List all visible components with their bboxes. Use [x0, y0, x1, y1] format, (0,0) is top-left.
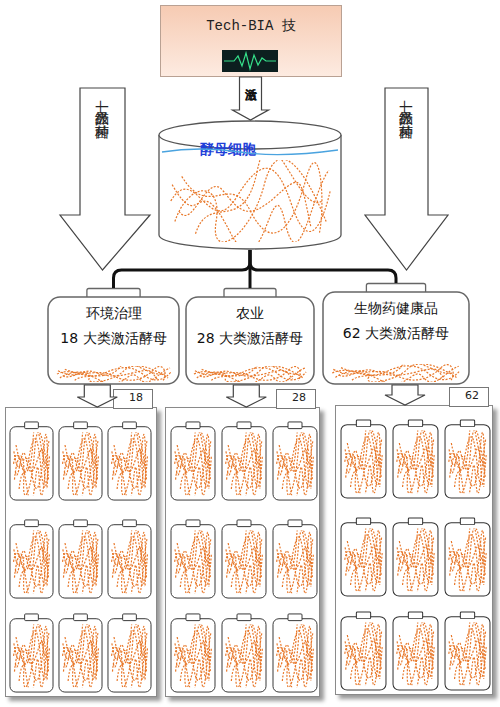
node-body: 62 大类激活酵母	[342, 323, 450, 343]
bottle	[108, 520, 151, 600]
node-title: 酵母细胞	[200, 140, 256, 158]
block-arrow	[365, 88, 448, 270]
yeast-cylinder: 酵母细胞	[158, 120, 342, 250]
container-body	[186, 297, 314, 384]
block-arrow	[60, 88, 150, 270]
bottle	[10, 520, 53, 600]
node-body: 18 大类激活酵母	[60, 328, 168, 348]
liquid-surface	[162, 149, 338, 155]
bottle	[59, 422, 102, 502]
bottle	[171, 614, 215, 694]
bottle	[108, 614, 151, 694]
bottle	[59, 614, 102, 694]
node-title: 62	[449, 387, 489, 407]
node-title: 环境治理	[47, 304, 180, 322]
bottle	[273, 520, 317, 600]
bottle	[393, 420, 438, 500]
bottle	[341, 420, 386, 500]
category-container: 农业 28 大类激活酵母	[185, 288, 315, 385]
bottle-box: 62	[335, 405, 493, 695]
bottle	[10, 614, 53, 694]
yeast-tangle	[57, 364, 171, 384]
category-container: 环境治理 18 大类激活酵母	[47, 288, 180, 385]
container-body	[323, 292, 469, 384]
block-arrow-connector	[77, 385, 117, 407]
bottle	[341, 518, 386, 598]
node-title: 18	[113, 389, 153, 409]
bottle-box: 28	[165, 407, 320, 697]
wave-image	[222, 50, 278, 72]
container-body	[48, 297, 179, 384]
source-box: Tech-BIA 技	[160, 5, 342, 77]
arrow-label: 一级产品—菌种	[95, 100, 109, 114]
node-body: 28 大类激活酵母	[196, 328, 304, 348]
yeast-tangle	[194, 364, 306, 384]
brace-connector	[249, 250, 252, 288]
bottle	[108, 422, 151, 502]
category-container: 生物药健康品 62 大类激活酵母	[322, 283, 470, 385]
bottle	[445, 420, 490, 500]
bottle	[59, 520, 102, 600]
yeast-tangle	[332, 362, 460, 384]
node-title: 农业	[185, 304, 315, 322]
bottle-box: 18	[5, 407, 157, 697]
block-arrow-connector	[226, 385, 266, 407]
bottle	[341, 612, 386, 692]
bottle	[222, 614, 266, 694]
bottle	[171, 520, 215, 600]
bottle	[273, 614, 317, 694]
brace-connector	[114, 250, 251, 288]
node-title: 生物药健康品	[322, 299, 470, 317]
bottle	[10, 422, 53, 502]
bottle	[222, 520, 266, 600]
bottle	[273, 422, 317, 502]
cylinder-body	[159, 135, 341, 249]
node-title: Tech-BIA 技	[161, 17, 341, 35]
bottle	[393, 518, 438, 598]
bottle	[393, 612, 438, 692]
block-arrow-connector	[233, 77, 269, 120]
bottle	[445, 518, 490, 598]
bottle	[222, 422, 266, 502]
arrow-label: 一级产品—菌种	[399, 100, 413, 114]
bottle	[445, 612, 490, 692]
cylinder-outline	[158, 120, 342, 250]
bottle	[171, 422, 215, 502]
yeast-tangle	[171, 149, 331, 251]
brace-connector	[250, 250, 396, 283]
block-arrow-connector	[385, 385, 425, 405]
node-title: 28	[276, 389, 316, 409]
wave-signal	[224, 53, 276, 69]
